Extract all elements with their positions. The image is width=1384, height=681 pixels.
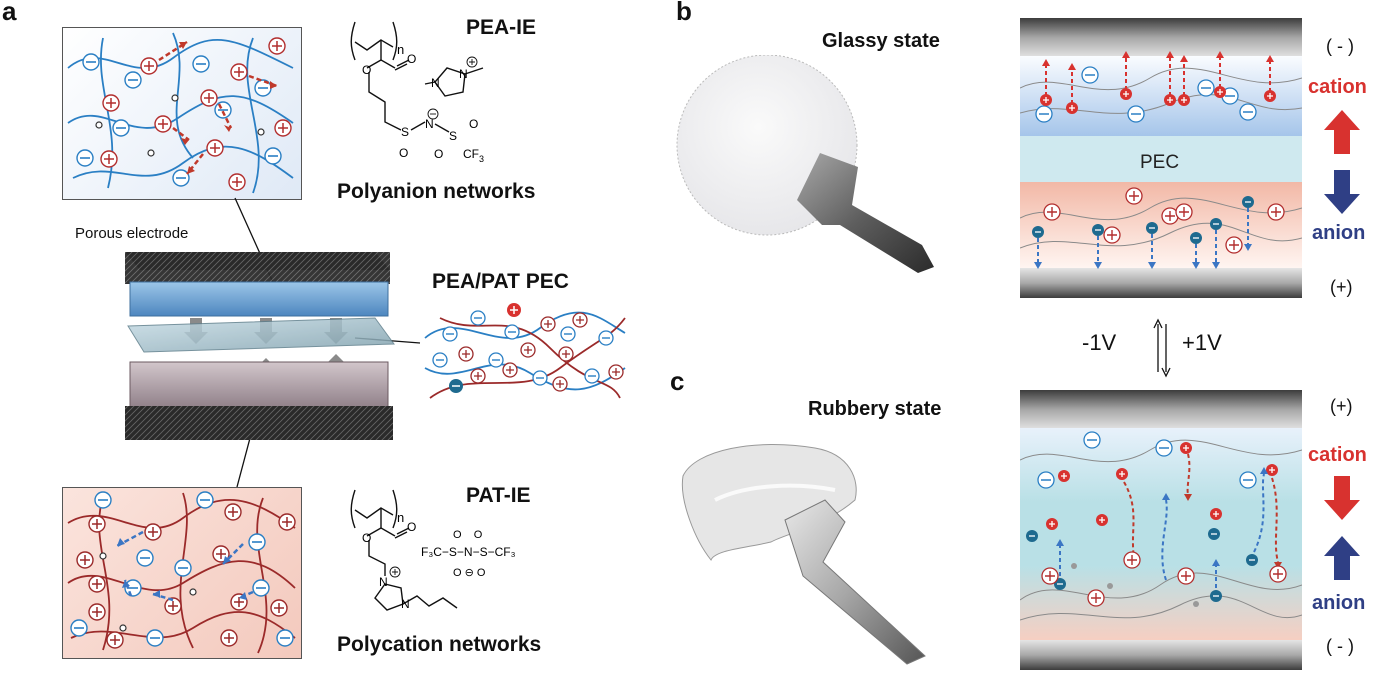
tfsi-oxygens-bottom: O ⊖ O (453, 567, 486, 579)
pea-n-subscript: n (397, 42, 404, 57)
rubbery-state-label: Rubbery state (808, 398, 942, 420)
pea-o-carbonyl: O (407, 52, 416, 66)
pea-ie-title: PEA-IE (466, 16, 537, 39)
tfsi-oxygens-top: O O (453, 529, 483, 541)
glassy-film-photo (676, 55, 934, 273)
polycation-networks-label: Polycation networks (337, 633, 542, 656)
pea-o-c: O (469, 117, 478, 131)
switch-arrows-icon (1153, 318, 1171, 378)
c-arrows (1324, 476, 1360, 580)
pec-network-drawing (424, 303, 626, 399)
polyanion-network-drawing (67, 32, 294, 194)
glassy-cell-diagram: PEC (1020, 18, 1302, 298)
pea-o-ester: O (362, 63, 371, 77)
pea-o-a: O (399, 146, 408, 160)
pec-title: PEA/PAT PEC (432, 270, 569, 293)
pat-n2: N (401, 597, 410, 611)
pea-s: S (401, 125, 409, 139)
b-cation-label: cation (1308, 76, 1367, 98)
panel-letter-b: b (676, 0, 692, 26)
tfsi-formula: F₃C−S−N−S−CF₃ (421, 545, 516, 559)
pea-cf3: CF3 (463, 147, 484, 164)
rubbery-cell-diagram (1020, 390, 1302, 670)
c-bottom-polarity: ( - ) (1326, 636, 1354, 656)
rubbery-film-photo (681, 443, 926, 665)
pat-n-subscript: n (397, 510, 404, 525)
polyanion-networks-label: Polyanion networks (337, 180, 536, 203)
glassy-state-label: Glassy state (822, 30, 940, 52)
b-top-polarity: ( - ) (1326, 36, 1354, 56)
pec-layer-label: PEC (1140, 152, 1179, 173)
b-arrows (1324, 110, 1360, 214)
pat-ie-structure: n O O N N O O F₃C−S−N−S−CF₃ O ⊖ O (350, 489, 516, 611)
pat-ie-title: PAT-IE (466, 484, 531, 507)
switch-minus-1v: -1V (1082, 330, 1117, 355)
pea-ie-structure: n O O N N S N O O S O CF3 (350, 21, 484, 164)
pea-s2: S (449, 129, 457, 143)
electrode-stack (125, 252, 395, 440)
pea-n-mid: N (425, 117, 434, 131)
polycation-network-box (62, 487, 302, 659)
b-anion-label: anion (1312, 222, 1366, 244)
porous-electrode-label: Porous electrode (75, 225, 189, 242)
pea-n-plus: N (459, 67, 468, 81)
pea-n-methyl: N (431, 76, 440, 90)
b-bottom-polarity: (+) (1330, 277, 1353, 297)
switch-plus-1v: +1V (1182, 330, 1222, 355)
c-cation-label: cation (1308, 444, 1367, 466)
panel-letter-a: a (2, 0, 17, 26)
pat-o-carbonyl: O (407, 520, 416, 534)
polycation-network-drawing (67, 491, 296, 654)
panel-letter-c: c (670, 366, 685, 396)
pat-o-ester: O (362, 531, 371, 545)
pea-o-b: O (434, 147, 443, 161)
c-top-polarity: (+) (1330, 396, 1353, 416)
polyanion-network-box (62, 27, 302, 200)
c-anion-label: anion (1312, 592, 1366, 614)
pat-n1: N (379, 575, 388, 589)
